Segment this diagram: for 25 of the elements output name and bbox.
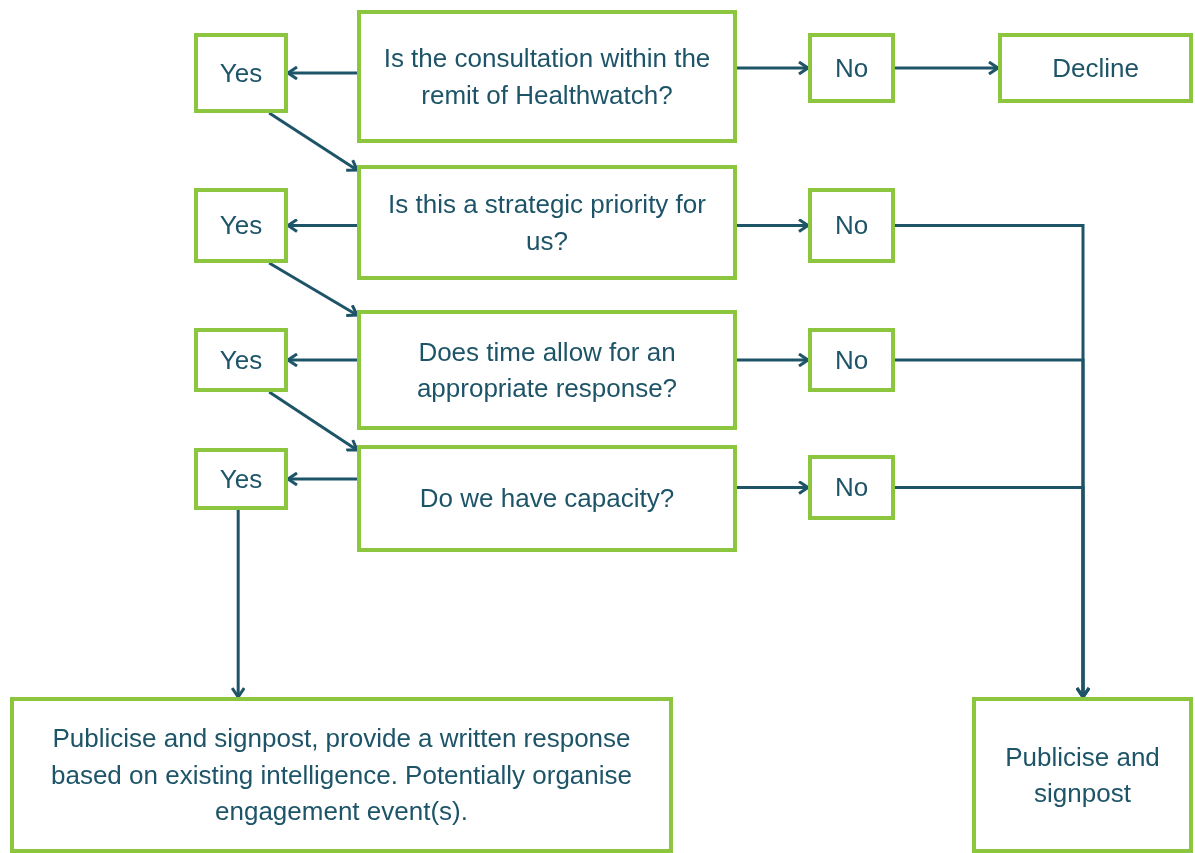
process-box: Do we have capacity? bbox=[357, 445, 737, 552]
process-box: Yes bbox=[194, 33, 288, 113]
arrow bbox=[268, 390, 359, 452]
process-box: Yes bbox=[194, 448, 288, 510]
process-box: No bbox=[808, 33, 895, 103]
process-box: Yes bbox=[194, 188, 288, 263]
process-box: Yes bbox=[194, 328, 288, 392]
process-box: No bbox=[808, 188, 895, 263]
arrow bbox=[737, 352, 810, 368]
process-box: Decline bbox=[998, 33, 1193, 103]
arrow bbox=[230, 510, 246, 699]
arrow bbox=[895, 60, 1000, 76]
arrow bbox=[268, 261, 359, 318]
process-box: No bbox=[808, 455, 895, 520]
process-box: Publicise and signpost, provide a written response based on existing intelligence. Potentially organise engagement event(s). bbox=[10, 697, 673, 853]
arrow bbox=[895, 486, 1091, 699]
arrow bbox=[737, 218, 810, 233]
process-box: Is this a strategic priority for us? bbox=[357, 165, 737, 280]
process-box: Does time allow for an appropriate response? bbox=[357, 310, 737, 430]
process-box: No bbox=[808, 328, 895, 392]
arrow bbox=[268, 111, 359, 172]
process-box: Publicise and signpost bbox=[972, 697, 1193, 853]
process-box: Is the consultation within the remit of Healthwatch? bbox=[357, 10, 737, 143]
arrow bbox=[737, 60, 810, 76]
arrow bbox=[737, 480, 810, 495]
